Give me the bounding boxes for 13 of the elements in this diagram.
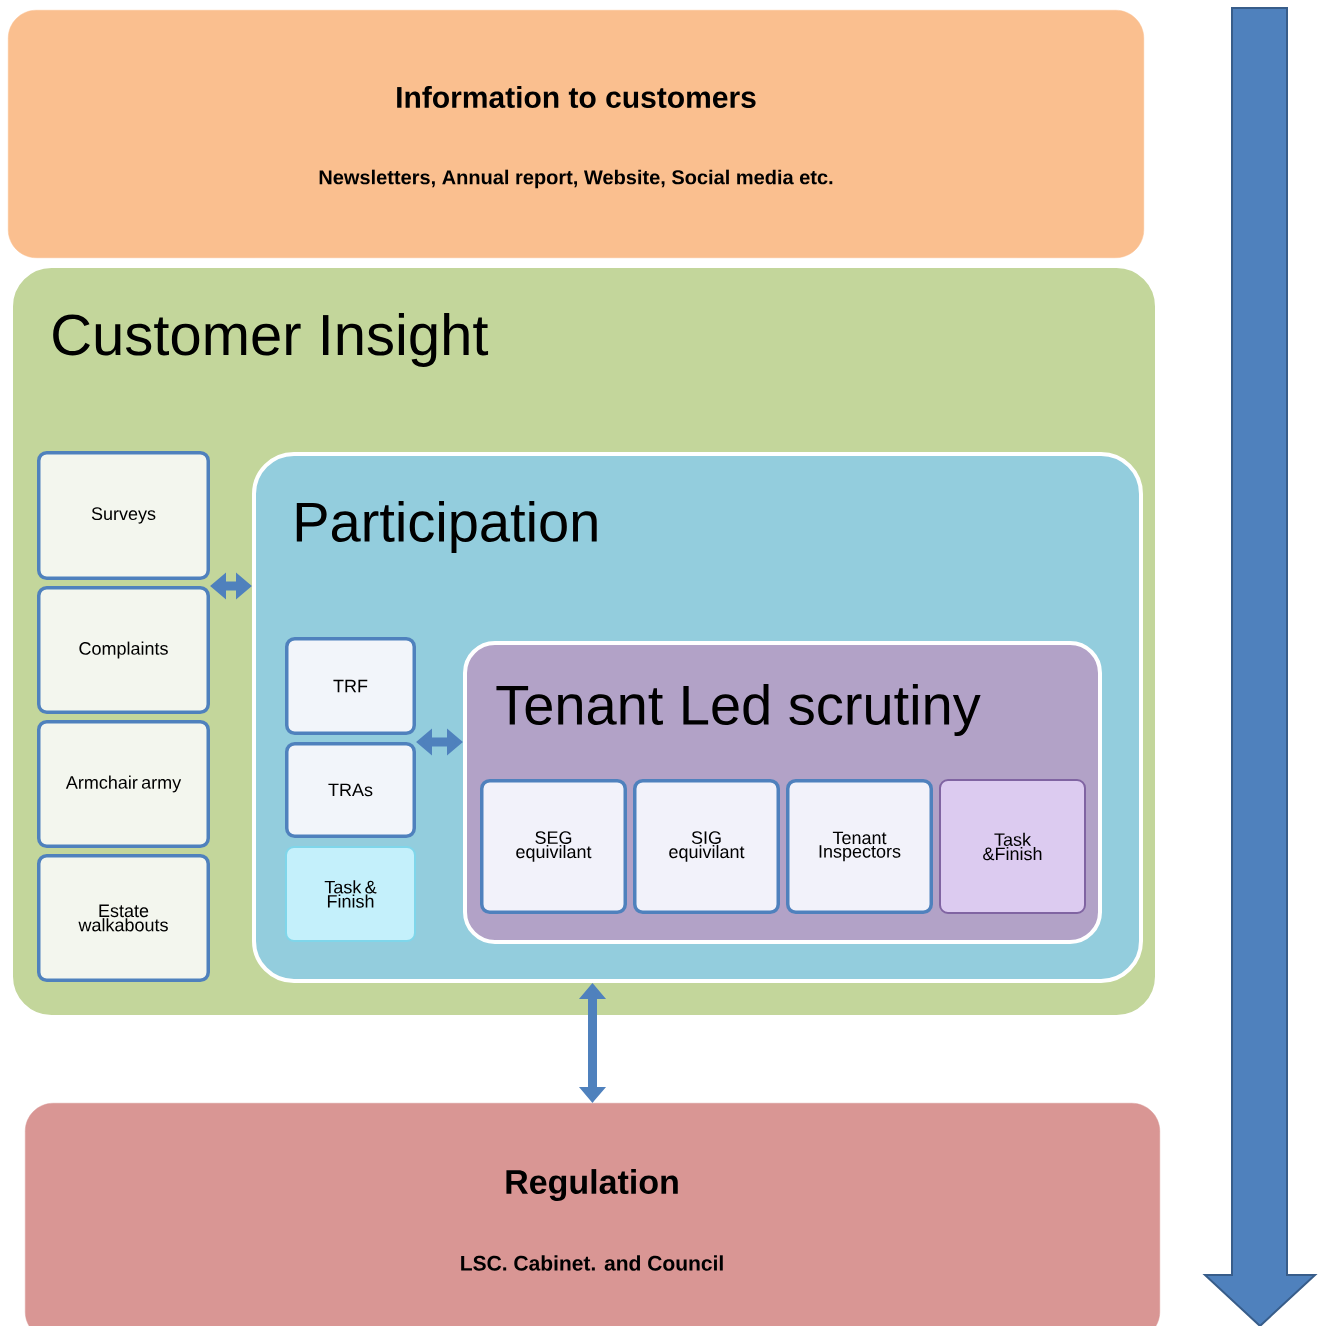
item-box: Task &Finish bbox=[939, 779, 1086, 914]
item-box: Tenant Inspectors bbox=[786, 779, 933, 914]
item-box: SIG equivilant bbox=[633, 779, 780, 914]
item-box: TRF bbox=[285, 637, 416, 735]
item-box: Estate walkabouts bbox=[37, 854, 210, 982]
banner-box: Information to customers Newsletters, Annual report, Website, Social media etc. bbox=[8, 10, 1144, 258]
banner-box: Regulation LSC. Cabinet. and Council bbox=[25, 1103, 1160, 1326]
item-box: TRAs bbox=[285, 742, 416, 838]
item-box: Task & Finish bbox=[285, 846, 416, 942]
item-box: Armchair army bbox=[37, 720, 210, 848]
item-box: SEG equivilant bbox=[480, 779, 627, 914]
item-box: Surveys bbox=[37, 451, 210, 580]
item-box: Complaints bbox=[37, 586, 210, 714]
